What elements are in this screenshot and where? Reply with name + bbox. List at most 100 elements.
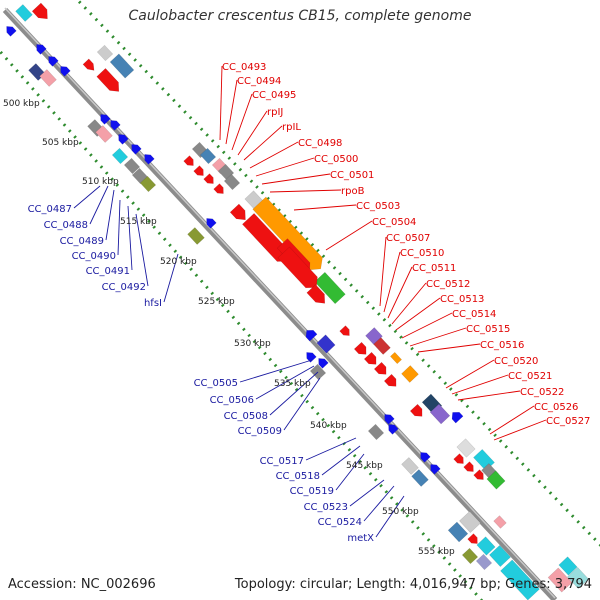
reverse-gene-label: CC_0519 bbox=[290, 486, 334, 497]
leader-line bbox=[409, 327, 467, 347]
forward-gene-labels: CC_0493CC_0494CC_0495rpIJrpILCC_0498CC_0… bbox=[222, 62, 590, 427]
gene-feature bbox=[36, 44, 47, 55]
scale-label: 545 kbp bbox=[346, 461, 383, 471]
leader-line bbox=[325, 220, 373, 251]
gene-feature bbox=[100, 114, 111, 125]
reverse-gene-label: CC_0491 bbox=[86, 266, 130, 277]
forward-gene-label: CC_0526 bbox=[534, 402, 578, 413]
gene-feature bbox=[187, 227, 205, 245]
gene-feature bbox=[476, 536, 496, 556]
leader-line bbox=[349, 479, 385, 507]
accession-text: Accession: NC_002696 bbox=[8, 577, 156, 592]
reverse-gene-label: CC_0524 bbox=[318, 517, 362, 528]
gene-feature bbox=[206, 218, 217, 229]
gene-feature bbox=[252, 196, 323, 271]
reverse-gene-label: hfsI bbox=[144, 298, 162, 309]
leader-line bbox=[391, 282, 427, 325]
scale-label: 510 kbp bbox=[82, 177, 119, 187]
scale-label: 550 kbp bbox=[382, 507, 419, 517]
leader-line bbox=[451, 374, 509, 395]
gene-feature bbox=[144, 154, 155, 165]
gene-feature bbox=[213, 183, 224, 194]
leader-line bbox=[105, 189, 115, 241]
leader-line bbox=[383, 251, 401, 313]
forward-gene-label: rpoB bbox=[341, 186, 365, 197]
leader-line bbox=[89, 185, 109, 225]
leader-line bbox=[457, 390, 521, 401]
forward-gene-label: CC_0515 bbox=[466, 324, 510, 335]
gene-feature bbox=[547, 567, 573, 593]
leader-line bbox=[395, 297, 441, 331]
gene-feature bbox=[39, 69, 57, 87]
gene-feature bbox=[183, 155, 194, 166]
forward-gene-label: CC_0493 bbox=[222, 62, 266, 73]
gene-feature bbox=[420, 452, 431, 463]
gene-feature bbox=[453, 453, 464, 464]
gene-feature bbox=[409, 403, 423, 417]
gene-feature bbox=[131, 144, 142, 155]
forward-gene-label: CC_0507 bbox=[386, 233, 430, 244]
gene-feature bbox=[193, 165, 204, 176]
leader-line bbox=[305, 437, 357, 461]
forward-gene-label: CC_0501 bbox=[330, 170, 374, 181]
gene-feature bbox=[139, 175, 157, 193]
leader-line bbox=[127, 205, 133, 271]
leader-line bbox=[493, 419, 547, 441]
reverse-gene-label: CC_0518 bbox=[276, 471, 320, 482]
gene-feature bbox=[6, 26, 17, 37]
gene-feature bbox=[384, 414, 395, 425]
leader-line bbox=[135, 213, 149, 287]
forward-gene-label: CC_0513 bbox=[440, 294, 484, 305]
leader-line bbox=[249, 141, 299, 169]
gene-feature bbox=[459, 511, 481, 533]
gene-feature bbox=[306, 352, 317, 363]
leader-line bbox=[363, 485, 395, 522]
scale-label: 530 kbp bbox=[234, 339, 271, 349]
scale-label: 535 kbp bbox=[274, 379, 311, 389]
gene-feature bbox=[461, 547, 479, 565]
genome-summary-text: Topology: circular; Length: 4,016,947 bp… bbox=[234, 577, 592, 592]
gene-feature bbox=[223, 173, 241, 191]
gene-feature bbox=[390, 351, 402, 365]
leader-line bbox=[417, 343, 481, 353]
forward-gene-label: CC_0511 bbox=[412, 263, 456, 274]
reverse-gene-label: CC_0488 bbox=[44, 220, 88, 231]
gene-feature bbox=[467, 533, 478, 544]
forward-gene-label: CC_0510 bbox=[400, 248, 444, 259]
gene-feature bbox=[229, 203, 246, 221]
gene-feature bbox=[353, 341, 367, 355]
leader-line bbox=[225, 79, 238, 145]
reverse-gene-label: CC_0508 bbox=[224, 411, 268, 422]
gene-feature bbox=[401, 365, 419, 383]
leader-line bbox=[117, 199, 121, 256]
forward-gene-label: CC_0516 bbox=[480, 340, 524, 351]
gene-feature bbox=[500, 559, 540, 600]
leader-line bbox=[231, 93, 253, 151]
leader-line bbox=[237, 110, 268, 156]
gene-feature bbox=[318, 358, 329, 369]
gene-feature bbox=[306, 284, 326, 304]
gene-feature bbox=[82, 58, 95, 71]
forward-gene-label: rpIJ bbox=[267, 107, 283, 118]
gene-feature bbox=[203, 173, 214, 184]
gene-feature bbox=[316, 334, 336, 354]
reverse-gene-label: CC_0517 bbox=[260, 456, 304, 467]
reverse-gene-label: CC_0509 bbox=[238, 426, 282, 437]
gene-feature bbox=[475, 553, 493, 571]
gene-feature bbox=[60, 66, 71, 77]
forward-gene-label: CC_0522 bbox=[520, 387, 564, 398]
gene-feature bbox=[489, 545, 511, 567]
scale-label: 540 kbp bbox=[310, 421, 347, 431]
reverse-gene-label: CC_0505 bbox=[194, 378, 238, 389]
scale-label: 515 kbp bbox=[120, 217, 157, 227]
leader-line bbox=[489, 405, 535, 435]
forward-gene-label: CC_0504 bbox=[372, 217, 416, 228]
gene-feature bbox=[463, 461, 474, 472]
gene-feature bbox=[411, 469, 429, 487]
leader-line bbox=[269, 189, 342, 193]
gene-feature bbox=[96, 68, 120, 92]
leader-line bbox=[293, 204, 357, 211]
gene-feature bbox=[373, 361, 387, 375]
gene-features bbox=[6, 2, 589, 600]
